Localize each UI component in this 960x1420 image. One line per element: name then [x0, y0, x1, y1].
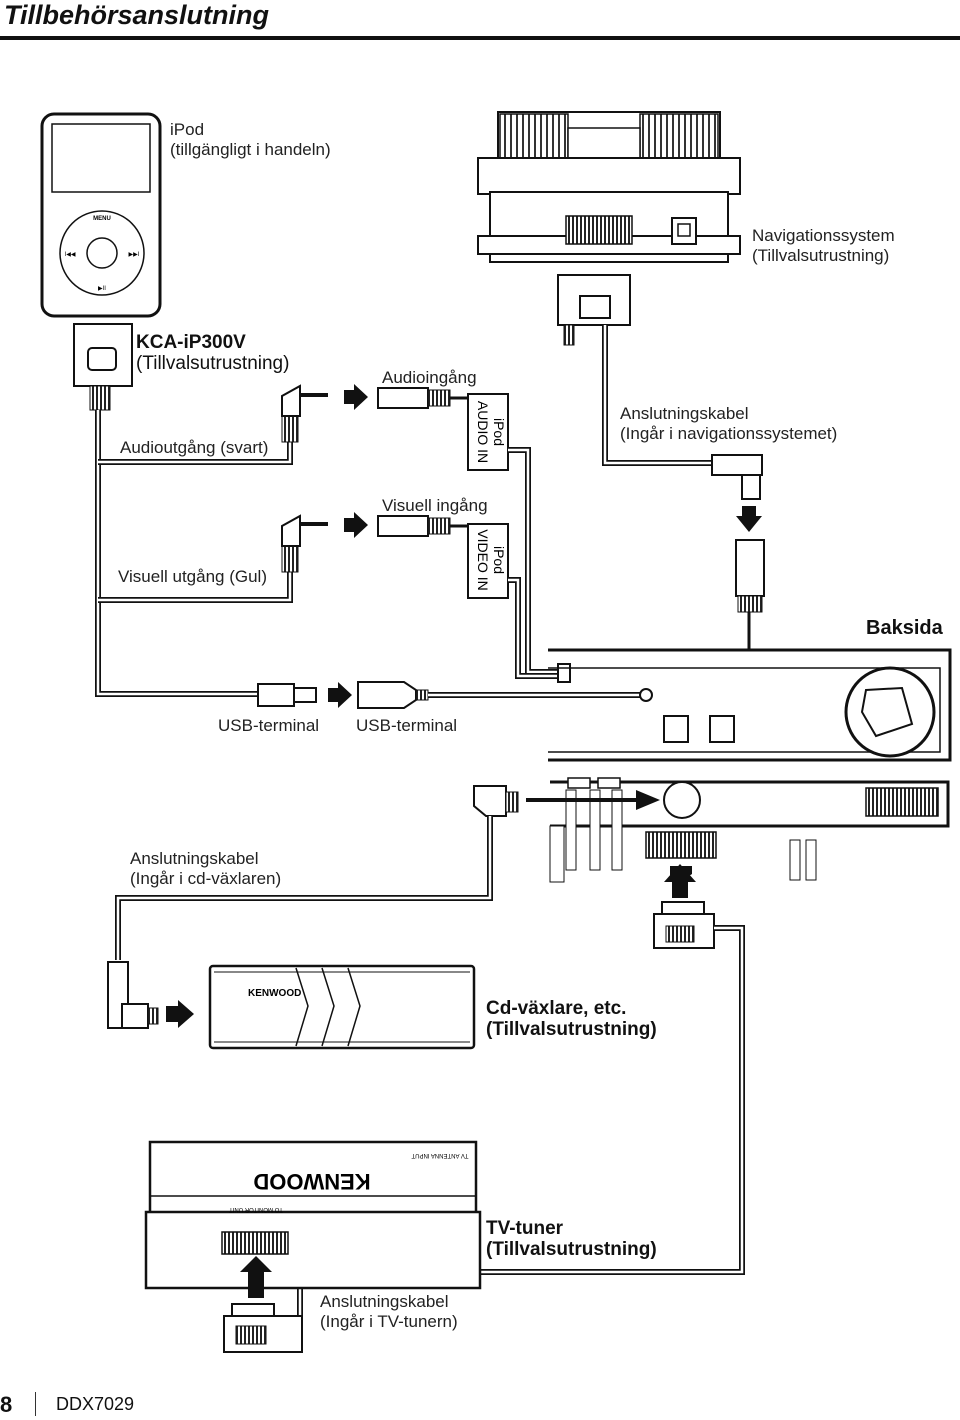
tv-antenna-label: TV ANTENNA INPUT: [411, 1152, 468, 1158]
nav-rear-connector: [735, 539, 765, 650]
tv-kenwood-logo: KENWOOD: [253, 1169, 370, 1194]
kca-ip300v-cable: [73, 323, 293, 697]
title-rule: [0, 36, 960, 40]
tv-monitor-label: TO MONITOR UNIT: [229, 1206, 283, 1212]
tv-up-arrow: [240, 1256, 272, 1298]
audio-in-jack: [377, 387, 509, 471]
audio-out-plug: [281, 384, 328, 443]
ipod-play-label: ▶II: [98, 286, 106, 292]
usb-arrow: [328, 682, 352, 708]
cd-kenwood-logo: KENWOOD: [248, 988, 301, 999]
rear-label: Baksida: [866, 617, 943, 639]
visual-in-jack: [377, 515, 509, 599]
kca-label: KCA-iP300V (Tillvalsutrustning): [136, 332, 290, 374]
cd-cable: [107, 785, 519, 1029]
cd-changer-device: [208, 964, 476, 1050]
svg-text:iPod: iPod: [491, 418, 507, 446]
ipod-next-label: ▶▶I: [129, 252, 140, 258]
ipod-video-in-label: iPod VIDEO IN: [475, 529, 507, 590]
ipod-prev-label: I◀◀: [65, 252, 76, 258]
ipod-menu-label: MENU: [93, 216, 111, 222]
cd-cable-label: Anslutningskabel (Ingår i cd-växlaren): [130, 849, 282, 888]
usb-terminal-label-1: USB-terminal: [218, 716, 320, 735]
visual-arrow: [344, 512, 368, 538]
cd-changer-arrow: [166, 1000, 194, 1028]
ipod-device: [40, 112, 162, 318]
cd-to-rear-arrow: [526, 790, 660, 810]
page-number: 8: [0, 1392, 13, 1417]
svg-text:iPod: iPod: [491, 546, 507, 574]
tv-cable-up-arrow: [664, 864, 696, 898]
svg-text:VIDEO IN: VIDEO IN: [475, 529, 491, 590]
navigation-box: [477, 111, 741, 263]
audio-out-label: Audioutgång (svart): [120, 438, 269, 457]
nav-cable-label: Anslutningskabel (Ingår i navigationssys…: [620, 404, 838, 443]
ipod-audio-in-label: iPod AUDIO IN: [475, 401, 507, 463]
tv-tuner-label: TV-tuner (Tillvalsutrustning): [486, 1218, 657, 1260]
audio-arrow: [344, 384, 368, 410]
usb-socket: [357, 681, 653, 709]
navigation-label: Navigationssystem (Tillvalsutrustning): [752, 226, 895, 265]
tv-cable-label: Anslutningskabel (Ingår i TV-tunern): [320, 1292, 458, 1331]
footer-separator: [35, 1392, 36, 1416]
audio-in-label: Audioingång: [382, 368, 477, 387]
visual-in-label: Visuell ingång: [382, 496, 488, 515]
tv-tuner-device: [144, 1140, 482, 1290]
model-name: DDX7029: [56, 1394, 135, 1414]
page-title: Tillbehörsanslutning: [4, 0, 270, 30]
usb-terminal-label-2: USB-terminal: [356, 716, 458, 735]
ipod-label: iPod (tillgängligt i handeln): [170, 120, 331, 159]
cd-changer-label: Cd-växlare, etc. (Tillvalsutrustning): [486, 998, 657, 1040]
visual-out-label: Visuell utgång (Gul): [118, 567, 267, 586]
nav-cable: [557, 274, 763, 500]
rear-unit: [548, 648, 952, 883]
usb-plug: [257, 683, 317, 707]
tv-cable-connector: [223, 1303, 303, 1353]
nav-down-arrow: [736, 506, 762, 532]
svg-text:AUDIO IN: AUDIO IN: [475, 401, 491, 463]
ipod-in-cables: [508, 447, 571, 683]
visual-out-plug: [281, 514, 328, 573]
